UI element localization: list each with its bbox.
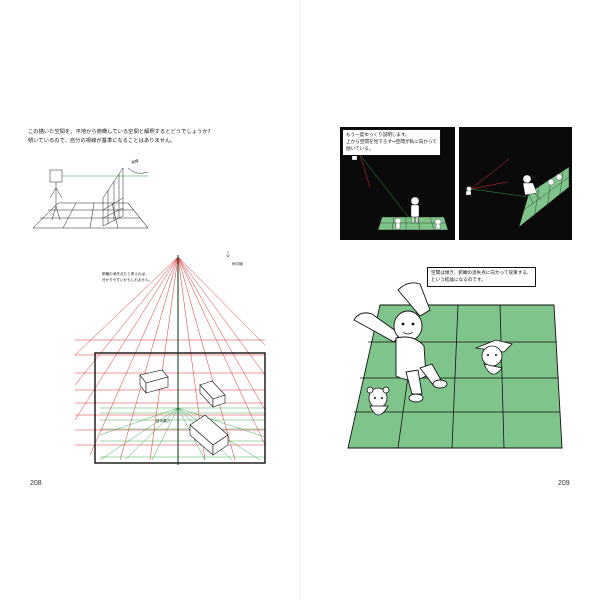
horizon-label: 地平線: [232, 261, 243, 266]
vanishing-note-line-2: 分かりやすいかもしれません。: [102, 277, 152, 282]
panel1-caption-line-1: もう一度ゆっくり説明します。: [346, 133, 410, 138]
page-number-left: 208: [30, 480, 42, 487]
panel3-caption-line-1: 空間は傾き、俯瞰の消失点に向かって収束する、: [431, 271, 532, 276]
intro-text-line-2: 傾いているので、自分の視線が基準になることはありません。: [28, 138, 176, 144]
page-number-right: 209: [558, 480, 570, 487]
panel3-caption-line-2: という結論になるのです。: [431, 278, 486, 283]
svg-text:視線: 視線: [131, 158, 140, 165]
manga-panel-3: [347, 282, 563, 449]
right-page: もう一度ゆっくり説明します。 上から空間を見下ろす⇒空間が私に向かって 傾いてい…: [300, 0, 600, 600]
manga-panel-2: [459, 127, 572, 240]
panel1-caption-box: もう一度ゆっくり説明します。 上から空間を見下ろす⇒空間が私に向かって 傾いてい…: [342, 129, 441, 156]
panel1-caption-line-3: 傾いている。: [346, 147, 374, 152]
eye-level-sketch: 視線: [32, 158, 149, 229]
perspective-diagram: 目の高さ 地平線 俯瞰の消失点だと考えれば、 分かりやすいかもしれません。: [74, 251, 266, 465]
eye-level-label: 目の高さ: [156, 418, 171, 423]
panel1-caption-line-2: 上から空間を見下ろす⇒空間が私に向かって: [346, 140, 437, 145]
book-gutter: [299, 0, 301, 600]
intro-text-line-1: この描いた空間を、平地から俯瞰している空間と解釈するとどうでしょうか?: [28, 129, 211, 135]
panel3-caption-box: 空間は傾き、俯瞰の消失点に向かって収束する、 という結論になるのです。: [427, 267, 536, 287]
vanishing-note-line-1: 俯瞰の消失点だと考えれば、: [102, 271, 149, 276]
left-page: この描いた空間を、平地から俯瞰している空間と解釈するとどうでしょうか? 傾いてい…: [28, 129, 266, 487]
